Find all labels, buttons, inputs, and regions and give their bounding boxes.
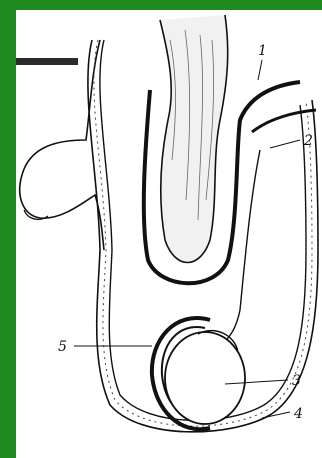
label-3: 3: [292, 373, 301, 389]
label-4: 4: [293, 406, 303, 422]
leader-line-4: [262, 412, 290, 418]
label-1: 1: [258, 43, 267, 59]
vaginal-process: [252, 110, 316, 132]
leader-line-2: [270, 140, 300, 148]
spermatic-cord: [220, 150, 260, 345]
title-bar-accent: [16, 58, 78, 65]
label-5: 5: [58, 339, 67, 355]
testis: [165, 332, 245, 424]
label-2: 2: [303, 133, 313, 149]
leader-line-1: [258, 60, 262, 80]
bowel-loop: [160, 15, 228, 263]
